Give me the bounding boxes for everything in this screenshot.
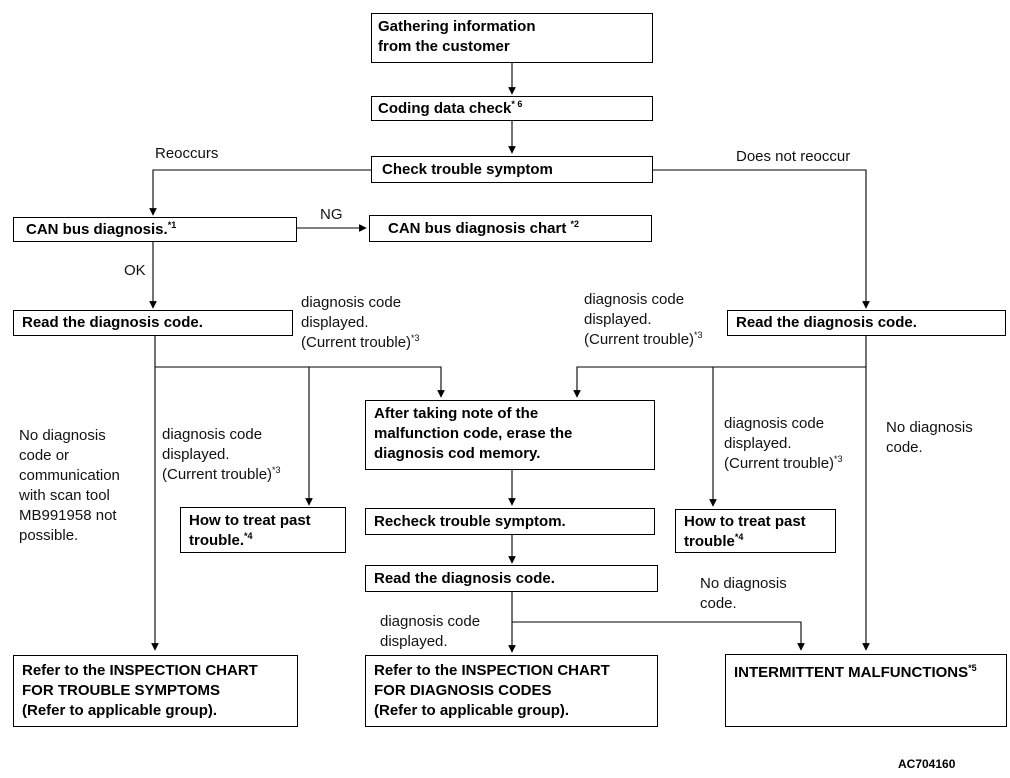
connector-right-to-erase bbox=[573, 366, 866, 398]
label-ok: OK bbox=[124, 262, 146, 279]
label-code-displayed-current-4: diagnosis code displayed. (Current troub… bbox=[724, 415, 843, 472]
box-ref-diagnosis-codes: Refer to the INSPECTION CHART FOR DIAGNO… bbox=[365, 655, 658, 727]
box-read-diagnosis-mid: Read the diagnosis code. bbox=[365, 565, 658, 592]
figure-id: AC704160 bbox=[898, 757, 956, 771]
label-does-not-reoccur: Does not reoccur bbox=[736, 148, 851, 165]
label-no-diagnosis-code-mid: No diagnosis code. bbox=[700, 575, 787, 612]
label-no-diagnosis-code-right: No diagnosis code. bbox=[886, 419, 973, 456]
box-recheck-symptom: Recheck trouble symptom. bbox=[365, 508, 655, 535]
box-read-diagnosis-left: Read the diagnosis code. bbox=[13, 310, 293, 336]
connector-left-to-erase bbox=[155, 366, 445, 398]
box-can-bus-diagnosis-chart: CAN bus diagnosis chart *2 bbox=[369, 215, 652, 242]
box-can-bus-diagnosis: CAN bus diagnosis.*1 bbox=[13, 217, 297, 242]
box-gather-info: Gathering information from the customer bbox=[371, 13, 653, 63]
label-code-displayed-current-3: diagnosis code displayed. (Current troub… bbox=[162, 426, 281, 483]
box-intermittent-malfunctions: INTERMITTENT MALFUNCTIONS*5 bbox=[725, 654, 1007, 727]
box-erase-memory: After taking note of the malfunction cod… bbox=[365, 400, 655, 470]
label-ng: NG bbox=[320, 206, 343, 223]
box-ref-trouble-symptoms: Refer to the INSPECTION CHART FOR TROUBL… bbox=[13, 655, 298, 727]
box-coding-data-check: Coding data check* 6 bbox=[371, 96, 653, 121]
label-reoccurs: Reoccurs bbox=[155, 145, 219, 162]
label-no-code-or-communication: No diagnosis code or communication with … bbox=[19, 427, 120, 544]
connector-read-to-intermittent bbox=[512, 621, 805, 651]
box-check-trouble-symptom: Check trouble symptom bbox=[371, 156, 653, 183]
label-code-displayed-mid: diagnosis code displayed. bbox=[380, 613, 481, 650]
box-past-trouble-right: How to treat past trouble*4 bbox=[675, 509, 836, 553]
connector-reoccurs bbox=[149, 169, 372, 216]
label-code-displayed-current-2: diagnosis code displayed. (Current troub… bbox=[584, 291, 703, 348]
box-past-trouble-left: How to treat past trouble.*4 bbox=[180, 507, 346, 553]
label-code-displayed-current-1: diagnosis code displayed. (Current troub… bbox=[301, 294, 420, 351]
connector-not-reoccur bbox=[652, 169, 870, 309]
box-read-diagnosis-right: Read the diagnosis code. bbox=[727, 310, 1006, 336]
